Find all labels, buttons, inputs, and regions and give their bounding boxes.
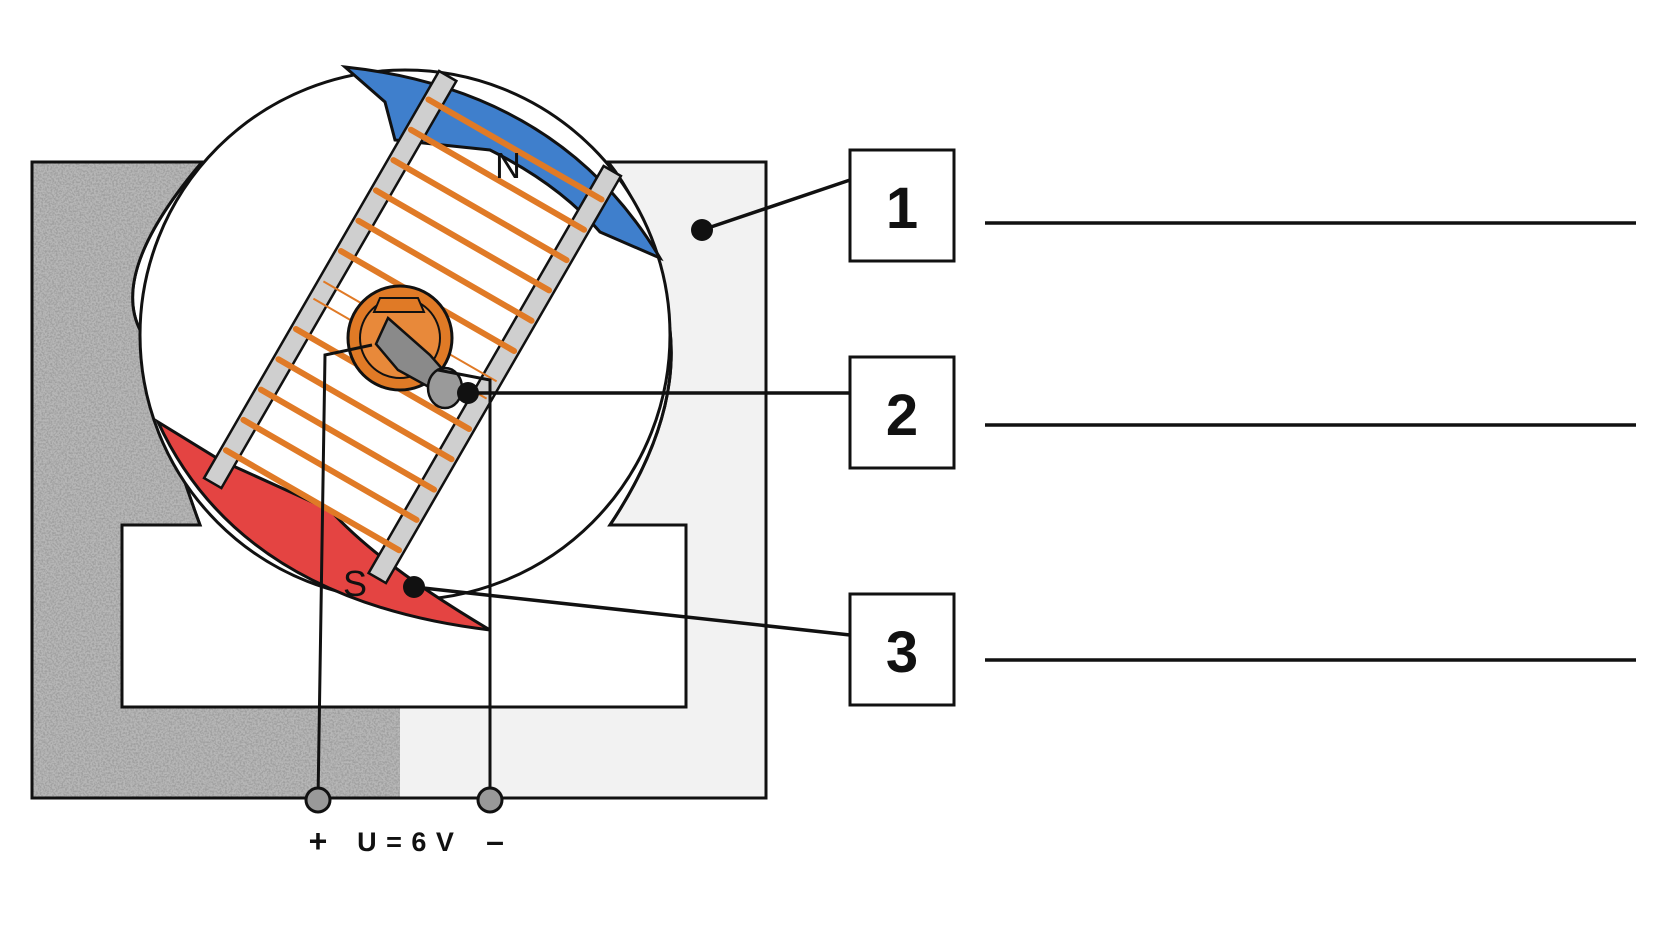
callout-dot-2 [457, 382, 479, 404]
armature-rail-right [366, 164, 623, 585]
terminal-minus [476, 786, 504, 814]
callout-dot-1 [691, 219, 713, 241]
callout-2: 2 [848, 355, 956, 470]
north-pole-label: N [495, 145, 521, 186]
answer-lines [985, 221, 1636, 662]
armature [202, 69, 623, 585]
south-pole [154, 418, 491, 632]
coil-windings [222, 96, 605, 554]
callout-number-1: 1 [886, 176, 918, 241]
callout-dot-3 [403, 576, 425, 598]
terminal-plus [304, 786, 332, 814]
callout-number-2: 2 [886, 383, 918, 448]
voltage-label: U = 6 V [357, 827, 455, 857]
minus-sign: – [486, 823, 504, 859]
callout-1: 1 [848, 148, 956, 263]
callout-3: 3 [848, 592, 956, 707]
plus-sign: + [309, 823, 328, 859]
supply-leads [316, 343, 492, 801]
callout-number-3: 3 [886, 620, 918, 685]
south-pole-label: S [343, 563, 367, 604]
armature-rail-left [202, 69, 459, 490]
callout-leaders [413, 178, 851, 637]
